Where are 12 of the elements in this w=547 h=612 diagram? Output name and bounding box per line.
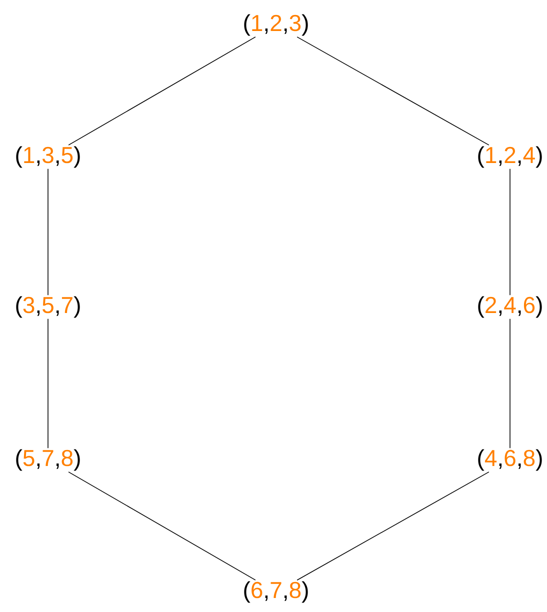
tuple-label: (1,2,3) xyxy=(244,14,308,36)
tuple-label: (1,2,4) xyxy=(478,146,542,168)
tuple-label: (5,7,8) xyxy=(16,449,80,471)
tuple-label: (2,4,6) xyxy=(478,296,542,318)
tuple-label: (3,5,7) xyxy=(16,296,80,318)
connector-line xyxy=(296,36,490,146)
tuple-label: (6,7,8) xyxy=(244,581,308,603)
tuple-label: (4,6,8) xyxy=(478,449,542,471)
tuple-label: (1,3,5) xyxy=(16,146,80,168)
connector-line xyxy=(68,472,256,580)
connector-line xyxy=(68,36,256,146)
connector-line xyxy=(296,472,490,580)
